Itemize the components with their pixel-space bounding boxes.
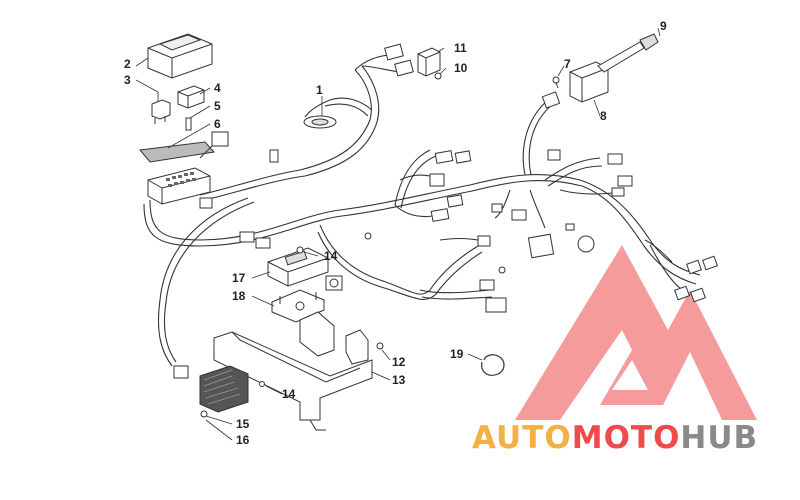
callout-12: 12	[392, 355, 406, 369]
connector-fuse-block	[199, 197, 213, 209]
callout-11: 11	[454, 41, 467, 55]
voltage-regulator	[199, 365, 249, 413]
item-15-screw	[200, 410, 208, 418]
item-13-tray	[213, 311, 373, 431]
item-14-screw-bottom	[259, 381, 265, 387]
bottom-left-connector	[173, 365, 189, 379]
item-10-screw	[434, 72, 442, 80]
callout-2: 2	[124, 57, 131, 71]
callout-19: 19	[450, 347, 464, 361]
left-mid-connector	[239, 231, 271, 249]
watermark-moto: MOTO	[572, 420, 681, 456]
watermark-auto: AUTO	[472, 420, 572, 456]
top-connector-pair	[384, 43, 414, 77]
callout-16: 16	[236, 433, 250, 447]
watermark-wordmark: AUTOMOTOHUB	[472, 420, 758, 456]
callout-13: 13	[392, 373, 406, 387]
callout-7: 7	[564, 57, 571, 71]
fuse	[185, 117, 192, 131]
fuse-block	[147, 167, 211, 205]
callout-14-top: 14	[324, 249, 338, 263]
callout-15: 15	[236, 417, 250, 431]
item-12-screw	[376, 342, 384, 350]
watermark-triangle-mark	[515, 245, 757, 420]
callout-3: 3	[124, 73, 131, 87]
callout-9: 9	[660, 19, 667, 33]
callout-14-bottom: 14	[282, 387, 296, 401]
callout-18: 18	[232, 289, 246, 303]
item-17-ecu	[267, 247, 329, 287]
item-11-connector	[417, 47, 441, 77]
coil-connector	[541, 91, 561, 109]
item-1-connector	[303, 115, 337, 129]
callout-6: 6	[214, 117, 221, 131]
watermark-hub: HUB	[680, 420, 758, 456]
watermark-logo	[515, 245, 757, 420]
leader-lines	[135, 27, 661, 441]
item-8-coil	[569, 61, 609, 103]
relay-small	[151, 99, 171, 124]
callout-4: 4	[214, 81, 221, 95]
fuse-box-cover	[147, 33, 213, 79]
callout-17: 17	[232, 271, 246, 285]
right-connectors	[674, 255, 718, 303]
fuse-panel-label	[139, 141, 215, 163]
callout-1: 1	[316, 83, 323, 97]
watermark-triangle-inner	[612, 360, 648, 390]
ground-terminal	[364, 232, 506, 274]
item-18-bracket	[271, 289, 325, 323]
item-9-spark-plug-lead	[597, 33, 659, 73]
item-14-screw-top	[296, 246, 304, 254]
item-19-clamp	[481, 354, 505, 376]
callout-5: 5	[214, 99, 221, 113]
connector-6	[199, 131, 229, 159]
harness-cables	[143, 54, 701, 367]
relay-large	[177, 85, 205, 109]
mid-connectors	[429, 149, 633, 313]
ecu-side-connector	[325, 275, 343, 291]
connector-top-1	[269, 149, 279, 163]
callout-8: 8	[600, 109, 607, 123]
callout-labels: 1 2 3 4 5 6 7 8 9 10 11 12 13 14 14 15 1…	[124, 19, 667, 447]
item-7-bolt	[552, 76, 560, 89]
callout-10: 10	[454, 61, 468, 75]
